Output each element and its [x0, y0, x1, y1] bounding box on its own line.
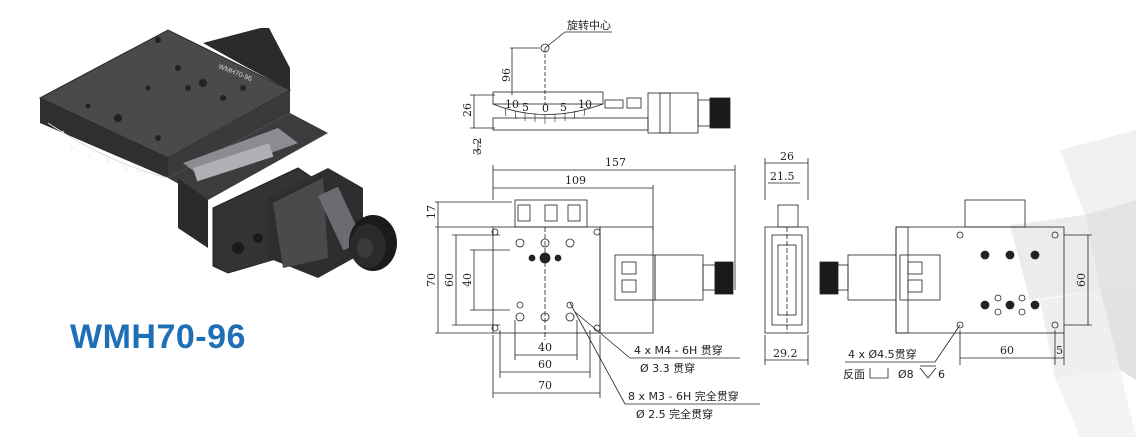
rotary-scale: [62, 130, 154, 178]
dim-60: 60: [443, 273, 456, 287]
top-scale-label: 5: [560, 101, 567, 114]
side-dim-29-2: 29.2: [773, 347, 798, 360]
top-scale-label: 0: [542, 102, 549, 115]
scale-label: 10: [70, 146, 77, 152]
top-scale-label: 10: [505, 98, 519, 111]
scale-label: 0: [106, 161, 110, 167]
top-view: 旋转中心 96 26 3.2 10 5 0 5 10: [461, 18, 731, 156]
dim-96: 96: [500, 68, 513, 82]
dim-17: 17: [425, 205, 438, 219]
callout-m3-line1: 8 x M3 - 6H 完全贯穿: [628, 389, 739, 403]
dim-157: 157: [605, 156, 626, 169]
top-scale-ticks: [504, 107, 586, 124]
dim-26: 26: [461, 103, 474, 117]
callout-m4-line1: 4 x M4 - 6H 贯穿: [634, 343, 723, 357]
dim-70: 70: [425, 273, 438, 287]
callout-m3-line2: Ø 2.5 完全贯穿: [636, 407, 713, 421]
rear-callout-line2-a: 反面: [843, 368, 865, 381]
scale-label: 5: [124, 167, 128, 173]
mounting-holes: [85, 37, 246, 141]
side-view: 26 21.5 29.2: [764, 150, 809, 365]
rear-callout-line2-b: Ø8: [898, 368, 914, 381]
rear-dim-60-h: 60: [1000, 344, 1014, 357]
rear-dim-60-v: 60: [1075, 273, 1088, 287]
front-view: 157 109 17 70 60 40: [425, 156, 760, 421]
side-dim-26: 26: [780, 150, 794, 163]
dim-bottom-70: 70: [538, 379, 552, 392]
callout-m4-line2: Ø 3.3 贯穿: [640, 361, 695, 375]
dim-3-2: 3.2: [471, 138, 484, 156]
dim-bottom-40: 40: [538, 341, 552, 354]
top-scale-label: 10: [578, 98, 592, 111]
scale-label: 10: [140, 172, 147, 178]
top-scale-label: 5: [522, 101, 529, 114]
dim-40: 40: [461, 273, 474, 287]
rear-dim-5: 5: [1056, 344, 1063, 357]
rear-view: 60 60 5 4 x Ø4.5贯穿 反面 Ø8 6: [819, 199, 1092, 381]
model-title: WMH70-96: [70, 318, 246, 356]
front-holes: [491, 228, 601, 332]
scale-label: 5: [88, 154, 92, 160]
rear-holes: [956, 231, 1059, 329]
rear-callout-line1: 4 x Ø4.5贯穿: [848, 347, 917, 361]
rear-callout-line2-c: 6: [938, 368, 945, 381]
dim-109: 109: [565, 174, 586, 187]
depth-icon: [919, 367, 937, 379]
product-image: WMH70-96 10 5 0 5 10: [38, 28, 397, 278]
dim-bottom-60: 60: [538, 358, 552, 371]
side-dim-21-5: 21.5: [770, 170, 795, 183]
rotation-center-label: 旋转中心: [567, 18, 611, 32]
